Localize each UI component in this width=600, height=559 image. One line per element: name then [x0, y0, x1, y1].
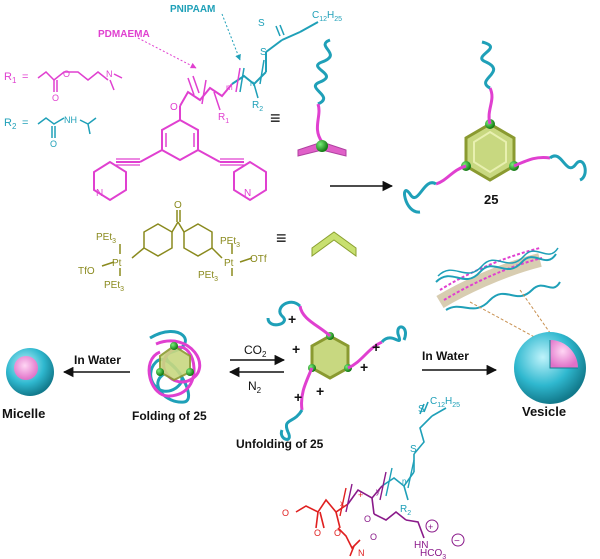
thio-s2-label: S [260, 47, 267, 58]
equivalence-sign-pt: ≡ [276, 228, 287, 248]
pet3-lower-left: PEt3 [104, 280, 124, 293]
pt-linker-cartoon [311, 231, 357, 257]
pt-right-label: Pt [224, 258, 234, 269]
o-bottom-3: O [282, 508, 289, 518]
vesicle-sphere [514, 332, 586, 404]
svg-text:O: O [50, 139, 57, 149]
svg-text:R1: R1 [4, 71, 17, 85]
in-water-right-label: In Water [422, 349, 469, 363]
c12h25-bottom-label: C12H25 [430, 396, 460, 409]
pet3-lower-right: PEt3 [198, 270, 218, 283]
folded-25-cartoon [147, 330, 202, 404]
charge-plus-3: + [294, 389, 302, 405]
m-repeat-label: m [226, 83, 233, 92]
minus-charge-circle [451, 533, 465, 547]
svg-text:O: O [63, 69, 70, 79]
pt-linker-structure [101, 210, 253, 276]
charge-plus-2: + [292, 341, 300, 357]
charge-plus-6: + [372, 339, 380, 355]
tfo-label: TfO [78, 266, 95, 277]
vesicle-membrane-zoom [435, 247, 561, 341]
minus-bottom: − [454, 536, 460, 547]
hco3-label: HCO3 [420, 548, 446, 559]
tripyridyl-monomer-structure [93, 13, 319, 202]
charge-plus-5: + [360, 359, 368, 375]
pnipaam-label: PNIPAAM [170, 4, 215, 15]
y-bottom-sub: y [376, 487, 380, 496]
unfolded-25-cartoon [266, 300, 407, 441]
o-bottom-5: O [370, 532, 377, 542]
n-repeat-label: n [250, 79, 254, 88]
r1-substituent-label: R1 [218, 112, 229, 125]
ketone-o-label: O [174, 200, 182, 211]
equivalence-sign-top: ≡ [270, 108, 281, 128]
n2-label: N2 [248, 379, 262, 395]
thio-s-label: S [258, 18, 265, 29]
micelle-sphere [6, 348, 54, 396]
protonated-polymer-structure [295, 401, 447, 557]
r1-definition: R1 = O O N [4, 69, 123, 103]
vesicle-label: Vesicle [522, 404, 566, 419]
unfolding-label: Unfolding of 25 [236, 437, 324, 451]
compound-25-label: 25 [484, 192, 498, 207]
r2-bottom-label: R2 [400, 504, 411, 517]
co2-label: CO2 [244, 343, 267, 359]
pt-left-label: Pt [112, 258, 122, 269]
hn-plus-label: HN [414, 540, 428, 551]
o-bottom-4: O [364, 514, 371, 524]
svg-text:=: = [22, 71, 28, 83]
pyridine-n-left: N [96, 188, 103, 199]
svg-text:=: = [22, 117, 28, 129]
plus-bottom-2: + [428, 522, 433, 532]
svg-text:R2: R2 [4, 117, 17, 131]
svg-text:O: O [52, 93, 59, 103]
plus-charge-circle [425, 519, 439, 533]
assembled-25-cartoon [403, 40, 587, 214]
svg-text:NH: NH [64, 115, 77, 125]
ester-o-label: O [170, 102, 178, 113]
x-bottom-sub: x [340, 499, 344, 508]
o-bottom-2: O [334, 528, 341, 538]
s-bottom-1: S [418, 404, 425, 415]
pet3-upper-left: PEt3 [96, 232, 116, 245]
micelle-label: Micelle [2, 406, 45, 421]
pet3-upper-right: PEt3 [220, 236, 240, 249]
arm-polymer-cartoon [297, 38, 347, 157]
folding-label: Folding of 25 [132, 409, 207, 423]
s-bottom-2: S [410, 444, 417, 455]
svg-text:N: N [106, 69, 113, 79]
n-bottom-sub: n [402, 477, 406, 486]
n-bottom-amine: N [358, 548, 365, 558]
pdmaema-label: PDMAEMA [98, 29, 150, 40]
charge-plus-1: + [288, 311, 296, 327]
r2-substituent-label: R2 [252, 100, 263, 113]
plus-bottom-1: + [358, 490, 363, 500]
charge-plus-4: + [316, 383, 324, 399]
c12h25-top-label: C12H25 [312, 10, 342, 23]
otf-label: OTf [250, 254, 267, 265]
o-bottom-1: O [314, 528, 321, 538]
pyridine-n-right: N [244, 188, 251, 199]
r2-definition: R2 = O NH [4, 115, 97, 149]
in-water-left-label: In Water [74, 353, 121, 367]
